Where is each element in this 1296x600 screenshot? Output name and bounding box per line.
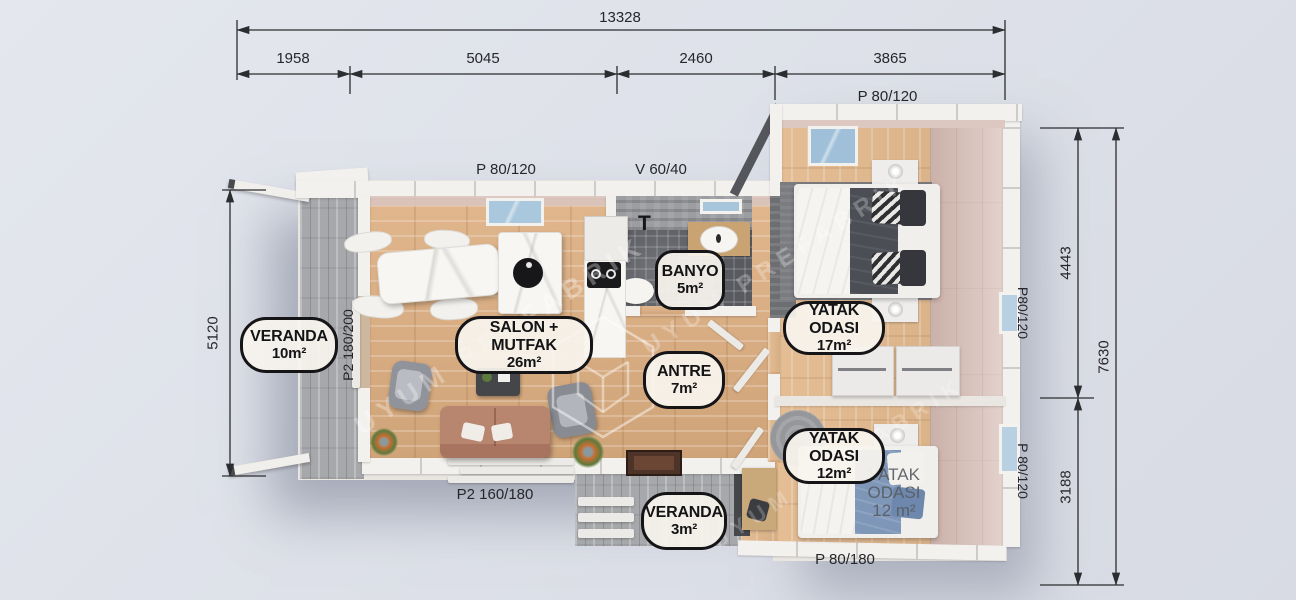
- cooktop-burner: [606, 269, 616, 279]
- cooktop-burner: [591, 269, 601, 279]
- room-area: 10m²: [271, 344, 307, 362]
- shower-head-icon: T: [638, 212, 651, 235]
- dim-right-total: 7630: [1095, 340, 1113, 374]
- room-area: 17m²: [816, 336, 852, 354]
- bedroom-left-wall: [770, 104, 782, 198]
- bathroom-door-opening: [640, 306, 685, 316]
- sliding-door-slat: [460, 467, 574, 474]
- pillow-dark: [900, 190, 926, 226]
- bedroom-note-line: ODASI: [867, 483, 921, 503]
- bedroom-top-wall: [778, 104, 1022, 121]
- room-area: 26m²: [506, 353, 542, 371]
- room-name: VERANDA: [250, 327, 328, 345]
- room-area: 7m²: [670, 379, 698, 397]
- label-right-window-upper: P80/120: [1015, 286, 1031, 340]
- veranda-door-opening: [358, 296, 370, 388]
- bedroom-divider-wall: [775, 396, 1005, 406]
- dim-segment-1958: 1958: [276, 50, 310, 67]
- sliding-door-slat: [448, 458, 574, 465]
- antre-door-gap: [768, 332, 780, 374]
- dim-right-lower: 3188: [1057, 470, 1075, 504]
- bedroom-right-panel: [930, 120, 1006, 547]
- deck-plank: [578, 513, 634, 522]
- dresser: [896, 346, 960, 396]
- room-badge-veranda-10: VERANDA 10m²: [240, 317, 338, 373]
- label-salon-bottom-door: P2 160/180: [456, 486, 534, 503]
- label-right-window-lower: P 80/120: [1015, 443, 1031, 499]
- room-name: SALON + MUTFAK: [489, 318, 559, 354]
- dim-segment-2460: 2460: [679, 50, 713, 67]
- room-name: VERANDA: [645, 503, 723, 521]
- bedroom-skylight: [808, 126, 858, 166]
- room-name: YATAK ODASI: [808, 301, 860, 337]
- label-salon-top-door: P 80/120: [476, 161, 536, 178]
- room-badge-yatak-12: YATAK ODASI 12m²: [783, 428, 885, 484]
- dim-top-total: 13328: [599, 9, 641, 26]
- label-veranda-door: P2 180/200: [340, 309, 356, 381]
- salon-top-wall: [296, 181, 776, 198]
- sofa-pillow: [490, 422, 514, 442]
- room-badge-antre: ANTRE 7m²: [643, 351, 725, 409]
- bathroom-skylight: [700, 199, 742, 214]
- ceiling-edge-pink: [362, 196, 775, 206]
- bath-faucet: [716, 234, 721, 243]
- bedroom-ceiling-edge: [778, 120, 1005, 128]
- right-window-upper-glass: [999, 292, 1020, 334]
- room-area: 12m²: [816, 464, 852, 482]
- front-door-panel: [634, 456, 674, 470]
- veranda-door-leaf: [352, 300, 360, 388]
- lamp: [888, 302, 903, 317]
- dining-table: [375, 242, 503, 306]
- island-faucet: [526, 262, 532, 268]
- table-plant: [482, 372, 492, 382]
- dim-segment-5045: 5045: [466, 50, 500, 67]
- room-name: BANYO: [661, 262, 719, 280]
- label-top-right-door: P 80/120: [857, 88, 918, 105]
- room-badge-yatak-17: YATAK ODASI 17m²: [783, 301, 885, 355]
- room-badge-veranda-3: VERANDA 3m²: [641, 492, 727, 550]
- label-bath-window: V 60/40: [635, 161, 687, 178]
- table-book: [498, 373, 510, 382]
- right-window-lower-glass: [999, 424, 1020, 474]
- pillow-dark: [900, 250, 926, 286]
- bedroom-note-line: 12 m²: [872, 501, 916, 521]
- room-badge-salon: SALON + MUTFAK 26m²: [455, 316, 593, 374]
- label-bottom-right-door: P 80/180: [815, 551, 875, 568]
- dresser-handle: [902, 368, 952, 371]
- sliding-door-slat: [448, 476, 574, 483]
- potted-plant: [370, 428, 398, 456]
- potted-plant: [572, 436, 604, 468]
- room-badge-banyo: BANYO 5m²: [655, 250, 725, 310]
- lamp: [888, 164, 903, 179]
- room-name: ANTRE: [656, 362, 712, 380]
- room-area: 5m²: [676, 279, 704, 297]
- dim-segment-3865: 3865: [873, 50, 907, 67]
- dim-left-height: 5120: [204, 316, 222, 350]
- lamp: [890, 428, 905, 443]
- deck-plank: [578, 529, 634, 538]
- dim-right-upper: 4443: [1057, 246, 1075, 280]
- room-name: YATAK ODASI: [808, 429, 860, 465]
- salon-skylight: [486, 198, 544, 226]
- sofa-back: [440, 444, 550, 458]
- deck-plank: [578, 497, 634, 506]
- dresser-handle: [838, 368, 886, 371]
- room-area: 3m²: [670, 520, 698, 538]
